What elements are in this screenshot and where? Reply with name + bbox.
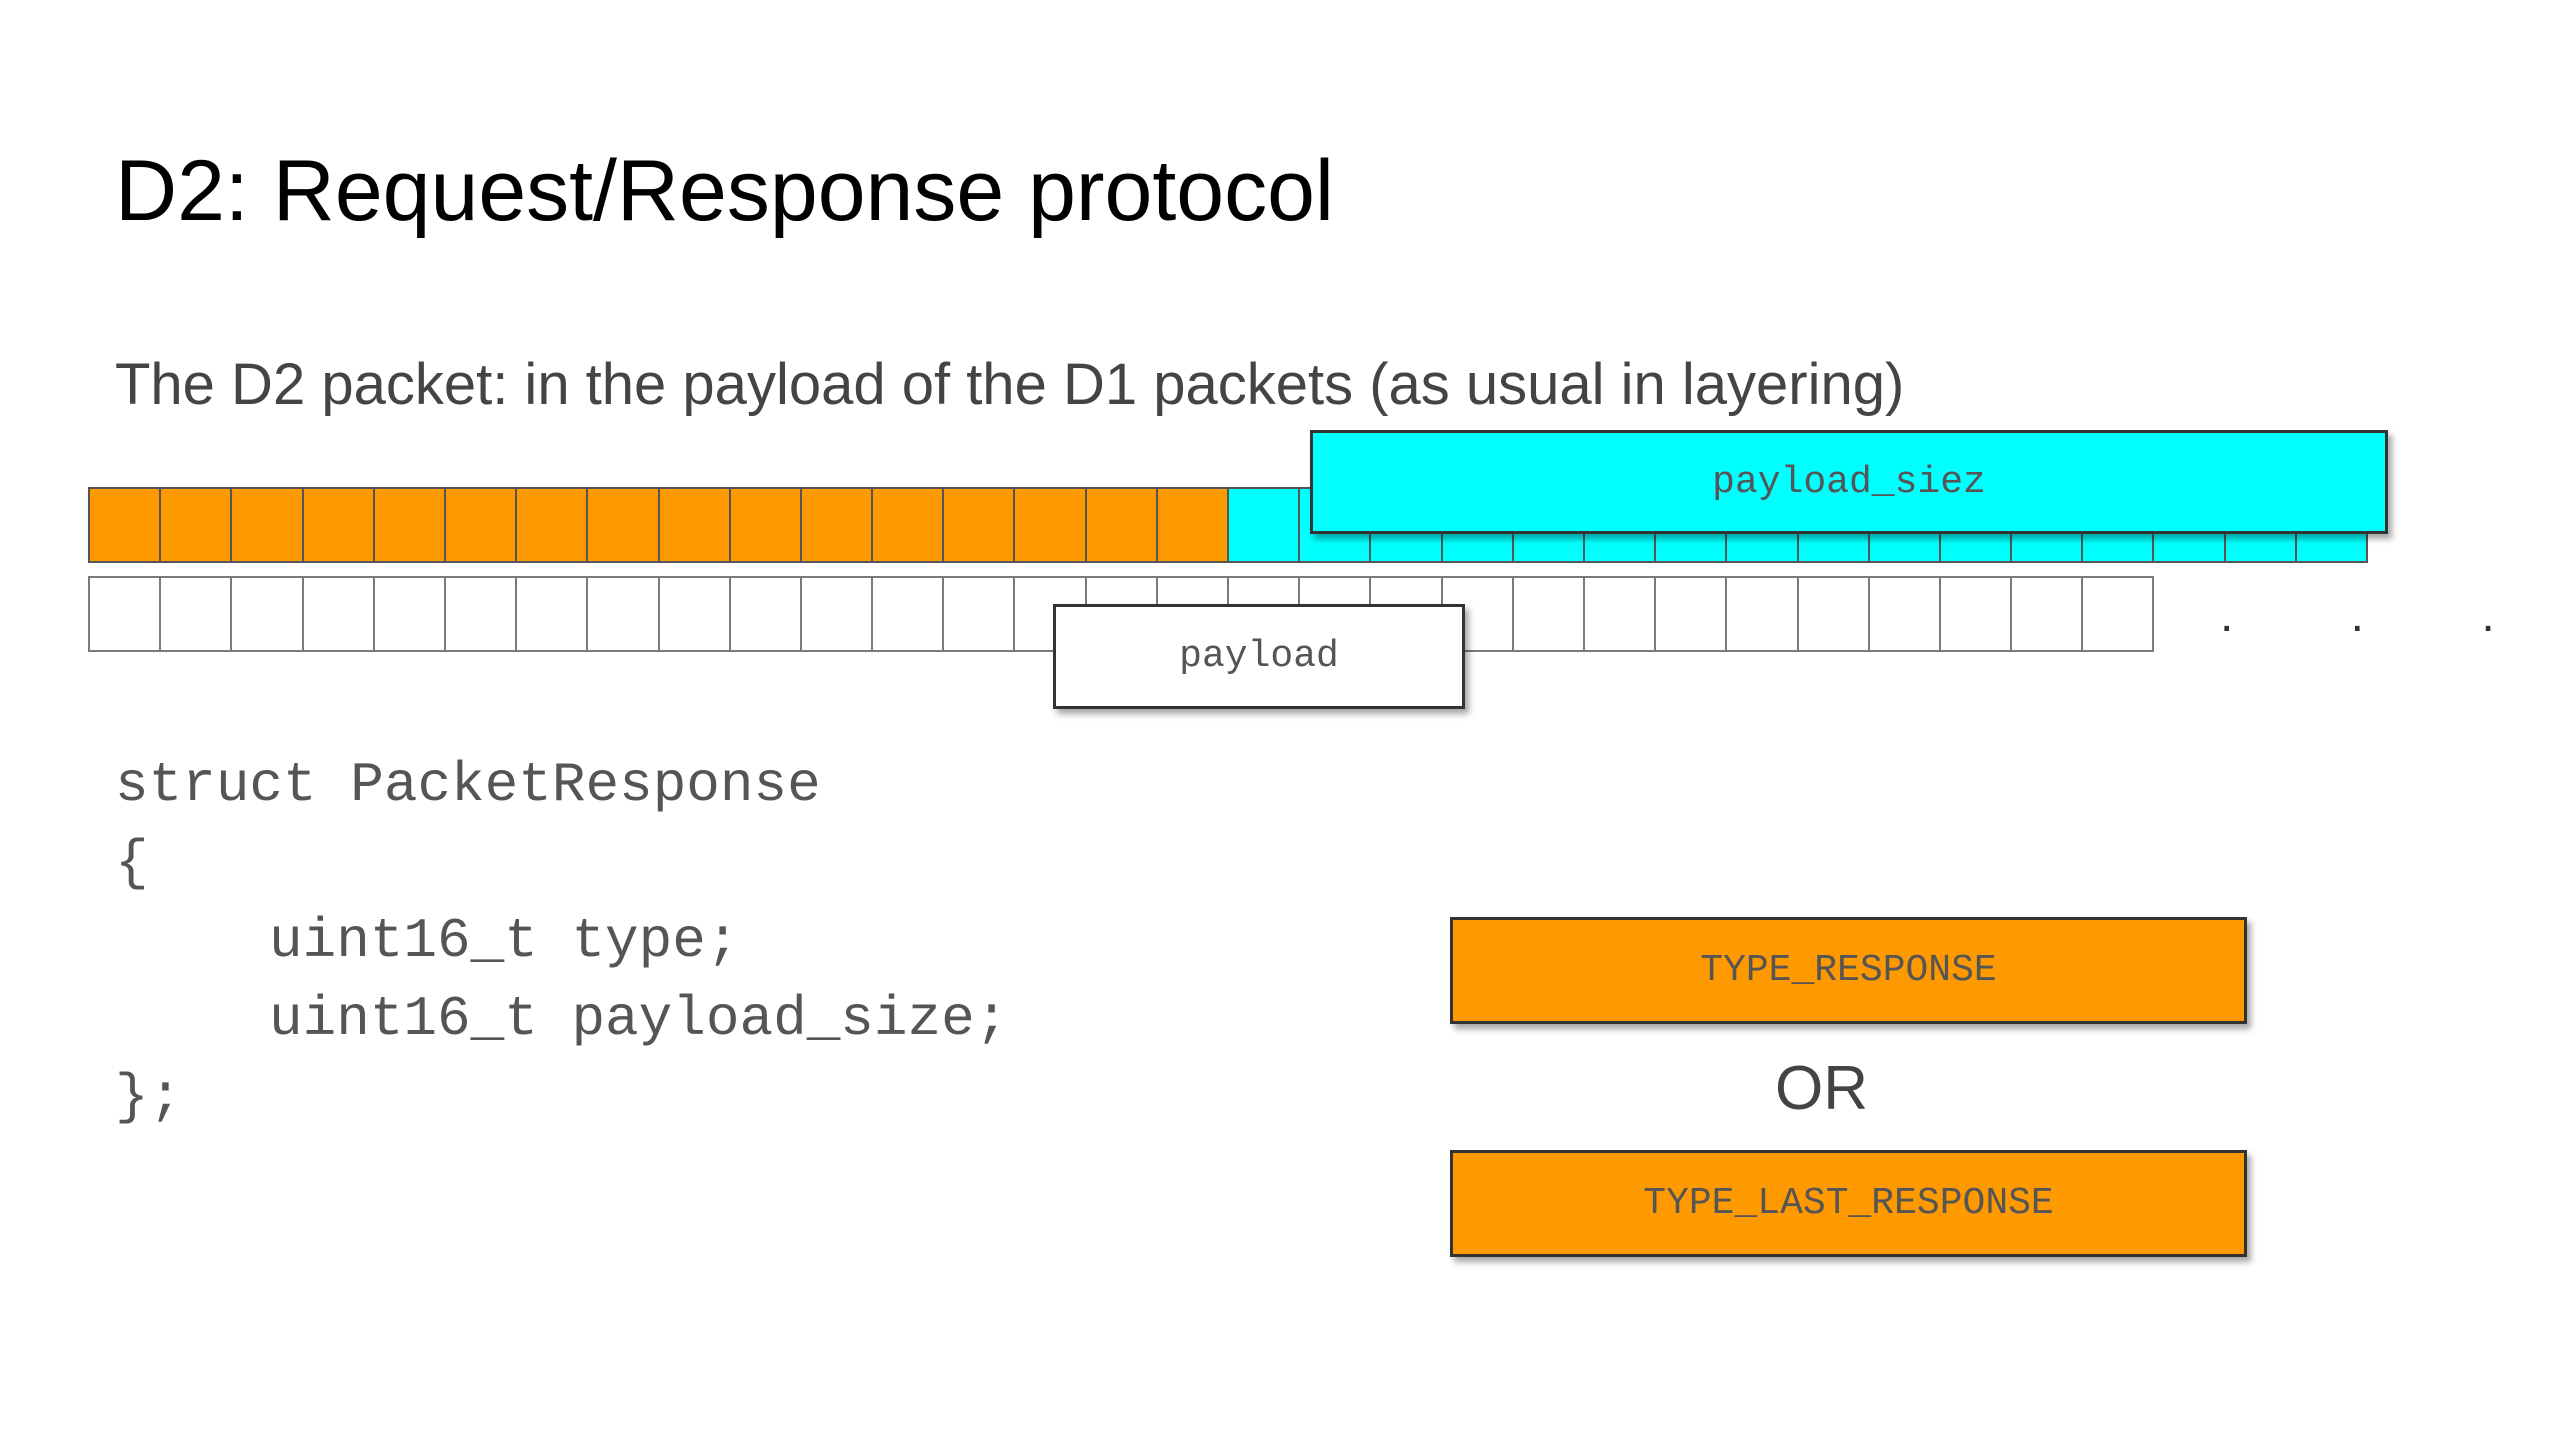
packet-cell-payload	[230, 576, 304, 652]
packet-cell-payload	[586, 576, 660, 652]
slide-title: D2: Request/Response protocol	[115, 143, 1335, 239]
packet-cell-header	[1013, 487, 1087, 563]
packet-cell-header	[301, 487, 375, 563]
packet-cell-payload	[301, 576, 375, 652]
or-separator: OR	[1775, 1054, 1868, 1123]
packet-cell-payload	[942, 576, 1016, 652]
code-line: uint16_t payload_size;	[269, 987, 1009, 1051]
packet-cell-payload	[1725, 576, 1799, 652]
packet-cell-payload	[1227, 487, 1301, 563]
packet-cell-payload	[1511, 576, 1585, 652]
packet-cell-header	[871, 487, 945, 563]
packet-cell-header	[515, 487, 589, 563]
packet-cell-header	[728, 487, 802, 563]
slide-subtitle: The D2 packet: in the payload of the D1 …	[115, 352, 1905, 417]
packet-cell-payload	[1867, 576, 1941, 652]
packet-cell-payload	[1796, 576, 1870, 652]
payload-label-box: payload	[1053, 604, 1465, 709]
packet-cell-header	[443, 487, 518, 563]
packet-cell-header	[942, 487, 1016, 563]
packet-cell-header	[159, 487, 233, 563]
packet-cell-header	[88, 487, 162, 563]
payload-size-label-box: payload_siez	[1310, 430, 2388, 534]
packet-cell-header	[586, 487, 660, 563]
packet-cell-header	[1084, 487, 1158, 563]
packet-cell-payload	[159, 576, 233, 652]
packet-cell-payload	[443, 576, 518, 652]
packet-cell-payload	[799, 576, 874, 652]
packet-cell-payload	[2010, 576, 2084, 652]
code-line: struct PacketResponse	[115, 753, 821, 817]
code-line: {	[115, 831, 149, 895]
type-last-response-box: TYPE_LAST_RESPONSE	[1450, 1150, 2247, 1257]
packet-cell-header	[230, 487, 304, 563]
packet-cell-payload	[1654, 576, 1728, 652]
packet-cell-payload	[728, 576, 802, 652]
packet-cell-payload	[515, 576, 589, 652]
packet-cell-payload	[2081, 576, 2155, 652]
packet-cell-header	[799, 487, 874, 563]
code-line: uint16_t type;	[269, 909, 740, 973]
packet-cell-payload	[1938, 576, 2013, 652]
struct-code-block: struct PacketResponse { uint16_t type; uint…	[115, 746, 1008, 1136]
packet-cell-payload	[1582, 576, 1657, 652]
packet-cell-payload	[871, 576, 945, 652]
packet-cell-payload	[657, 576, 731, 652]
packet-cell-header	[1155, 487, 1229, 563]
packet-cell-header	[657, 487, 731, 563]
continuation-ellipsis: . . .	[2220, 589, 2547, 642]
type-response-box: TYPE_RESPONSE	[1450, 917, 2247, 1024]
packet-cell-header	[372, 487, 446, 563]
packet-cell-payload	[372, 576, 446, 652]
code-line: };	[115, 1065, 183, 1129]
packet-cell-payload	[88, 576, 162, 652]
